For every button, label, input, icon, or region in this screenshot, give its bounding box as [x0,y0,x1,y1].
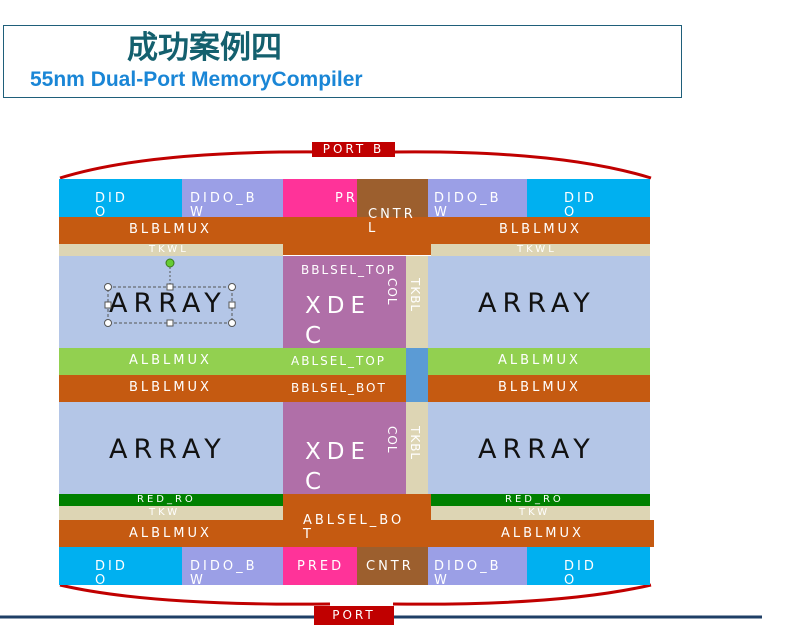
dido-bw-block-top-right: DIDO_BW [428,179,527,217]
dido-bw-block-bottom-right: DIDO_BW [428,547,527,585]
array-block-top-right: ARRAY [428,256,650,348]
port-b-label: PORT B [312,142,395,157]
page-subtitle: 55nm Dual-Port MemoryCompiler [30,68,363,91]
pred-block-bottom: PRED [283,547,357,585]
bblsel-bot-block: BBLSEL_BOT [283,375,406,402]
tkbl-strip-bottom: TKBL [406,402,428,494]
xdec-block-bottom: XDEC COL [283,402,406,494]
cntrl-label-top: CNTRL [368,208,416,236]
dido-bw-block-bottom-left: DIDO_BW [182,547,283,585]
red-ro-strip-left: RED_RO [59,494,283,506]
page-title: 成功案例四 [127,30,282,66]
ablsel-top-block: ABLSEL_TOP [283,348,406,375]
dido-block-bottom-right: DIDO [527,547,650,585]
dido-block-top-right: DIDO [527,179,650,217]
ablsel-bot-block: ABLSEL_BOT [283,494,431,547]
cntr-block-bottom: CNTR [357,547,428,585]
cntr-block-top [357,179,428,217]
xdec-block-top: BBLSEL_TOP XDEC COL [283,256,406,348]
blblmux-block-mid-left: BLBLMUX [59,375,283,402]
array-block-bottom-left: ARRAY [59,402,283,494]
top-bracket-curve [59,150,652,180]
tkw-strip-bottom-left: TKW [59,506,283,520]
array-block-bottom-right: ARRAY [428,402,650,494]
pred-block-top: PRED [283,179,357,217]
tkwl-strip-top-left: TKWL [59,244,283,256]
blblmux-block-mid-right: BLBLMUX [428,375,650,402]
dido-block-bottom-left: DIDO [59,547,182,585]
tkwl-strip-top-right: TKWL [431,244,650,256]
bottom-bracket-curve [59,583,652,606]
tkbl-strip-top: TKBL [406,256,428,348]
blblmux-block-top-right: BLBLMUX [431,217,650,244]
cntrl-block-top [283,217,431,255]
tkbl-blue-strip [406,348,428,402]
alblmux-block-bottom-right: ALBLMUX [431,520,654,547]
red-ro-strip-right: RED_RO [431,494,650,506]
title-frame [3,25,682,98]
dido-bw-block-top-left: DIDO_BW [182,179,283,217]
alblmux-block-bottom-left: ALBLMUX [59,520,283,547]
dido-block-top-left: DIDO [59,179,182,217]
alblmux-block-mid-left: ALBLMUX [59,348,283,375]
blblmux-block-top-left: BLBLMUX [59,217,283,244]
array-block-top-left: ARRAY [59,256,283,348]
port-a-label: PORT [314,606,394,625]
alblmux-block-mid-right: ALBLMUX [428,348,650,375]
tkw-strip-bottom-right: TKW [431,506,650,520]
